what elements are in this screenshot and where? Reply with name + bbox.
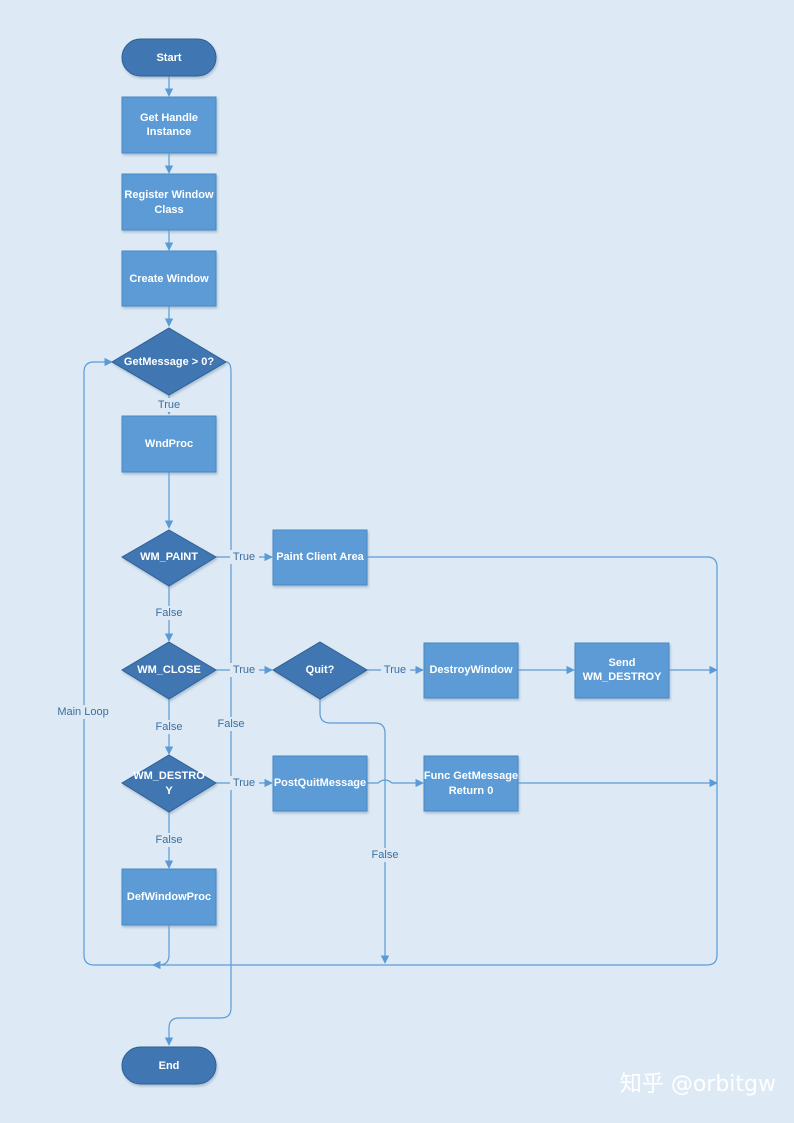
label-wmpaint-true: True	[233, 551, 255, 563]
label-getmessage-true: True	[158, 399, 180, 411]
register-class-node[interactable]: Register Window Class	[121, 173, 217, 231]
wm-paint-decision[interactable]: WM_PAINT	[121, 529, 217, 587]
label-quit-true: True	[384, 664, 406, 676]
func-getmessage-node[interactable]: Func GetMessage Return 0	[423, 755, 519, 812]
wm-destroy-decision[interactable]: WM_DESTRO Y	[121, 754, 217, 813]
label-quit-false: False	[372, 849, 399, 861]
label-wmpaint-false: False	[156, 607, 183, 619]
register-class-label-line1: Register Window	[124, 189, 214, 201]
get-handle-label-line2: Instance	[147, 126, 192, 138]
wndproc-label: WndProc	[145, 438, 193, 450]
label-wmclose-false: False	[156, 721, 183, 733]
edge-labels: True True False True True False False Ma…	[55, 398, 410, 862]
end-label: End	[159, 1060, 180, 1072]
edge-main-loop	[83, 357, 240, 966]
create-window-label: Create Window	[129, 273, 209, 285]
edge-getmessage-end	[164, 361, 232, 1046]
register-class-label-line2: Class	[154, 204, 183, 216]
label-getmessage-false: False	[218, 718, 245, 730]
wm-destroy-label-line1: WM_DESTRO	[133, 770, 205, 782]
nodes: Start Get Handle Instance Register Windo…	[111, 38, 670, 1085]
defwindowproc-node[interactable]: DefWindowProc	[121, 868, 217, 926]
paint-client-node[interactable]: Paint Client Area	[272, 529, 368, 586]
label-wmdestroy-false: False	[156, 834, 183, 846]
get-handle-node[interactable]: Get Handle Instance	[121, 96, 217, 154]
getmessage-label: GetMessage > 0?	[124, 356, 214, 368]
destroy-window-label: DestroyWindow	[429, 664, 512, 676]
paint-client-label: Paint Client Area	[276, 551, 364, 563]
send-destroy-label-line2: WM_DESTROY	[583, 671, 663, 683]
label-wmclose-true: True	[233, 664, 255, 676]
quit-label: Quit?	[306, 664, 335, 676]
create-window-node[interactable]: Create Window	[121, 250, 217, 307]
func-getmessage-label-line2: Return 0	[449, 785, 494, 797]
edge-postquit-funcgetmessage	[367, 778, 424, 788]
defwindowproc-label: DefWindowProc	[127, 891, 211, 903]
func-getmessage-label-line1: Func GetMessage	[424, 770, 518, 782]
post-quit-node[interactable]: PostQuitMessage	[272, 755, 368, 812]
end-node[interactable]: End	[121, 1046, 217, 1085]
get-handle-label-line1: Get Handle	[140, 112, 198, 124]
post-quit-label: PostQuitMessage	[274, 777, 366, 789]
quit-decision[interactable]: Quit?	[272, 641, 368, 700]
wm-close-decision[interactable]: WM_CLOSE	[121, 641, 217, 700]
wm-destroy-label-line2: Y	[165, 785, 173, 797]
destroy-window-node[interactable]: DestroyWindow	[423, 642, 519, 699]
edge-defwindowproc-loop	[152, 925, 170, 970]
getmessage-decision[interactable]: GetMessage > 0?	[111, 327, 227, 396]
wm-paint-label: WM_PAINT	[140, 551, 198, 563]
send-destroy-node[interactable]: Send WM_DESTROY	[574, 642, 670, 699]
edge-quit-false	[319, 699, 390, 964]
wm-close-label: WM_CLOSE	[137, 664, 201, 676]
start-label: Start	[156, 52, 181, 64]
edge-paintclient-bus	[240, 556, 718, 966]
label-main-loop: Main Loop	[57, 706, 108, 718]
wndproc-node[interactable]: WndProc	[121, 415, 217, 473]
start-node[interactable]: Start	[121, 38, 217, 77]
label-wmdestroy-true: True	[233, 777, 255, 789]
send-destroy-label-line1: Send	[609, 657, 636, 669]
watermark: 知乎 @orbitgw	[620, 1072, 776, 1097]
